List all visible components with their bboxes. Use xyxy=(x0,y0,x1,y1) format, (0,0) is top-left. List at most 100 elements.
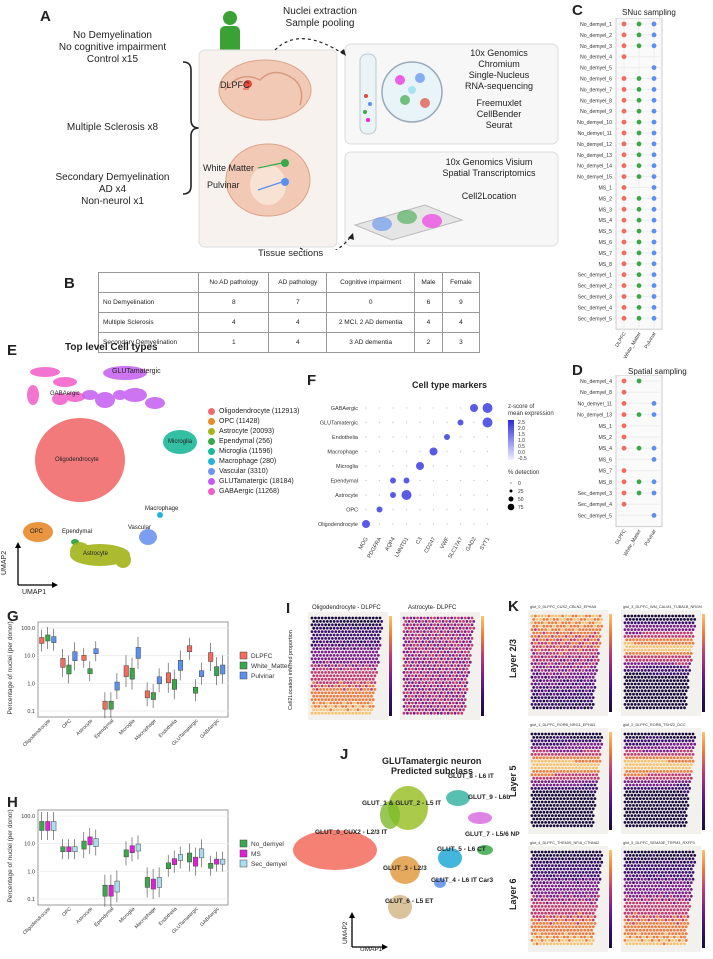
spot xyxy=(688,746,691,749)
spot xyxy=(569,763,573,766)
spot xyxy=(349,688,353,691)
spot xyxy=(637,669,640,672)
spot xyxy=(667,641,671,645)
spot xyxy=(559,749,563,753)
spot xyxy=(545,915,549,918)
spatial-map-title: glut_1_DLPFC_RORB_NRG1_EPHA3 xyxy=(530,723,595,727)
spot xyxy=(455,708,459,712)
spot xyxy=(633,857,637,861)
spot xyxy=(657,891,661,895)
spot xyxy=(557,800,561,804)
spot xyxy=(436,623,440,627)
spot xyxy=(591,821,595,824)
layer-label-23: Layer 2/3 xyxy=(508,638,518,678)
spot xyxy=(662,763,666,766)
spot xyxy=(625,797,629,800)
spot xyxy=(564,850,568,854)
spot xyxy=(628,618,632,621)
spot xyxy=(402,637,406,640)
spot xyxy=(655,624,659,628)
spot xyxy=(561,939,564,942)
spot xyxy=(545,797,549,800)
legend-swatch xyxy=(239,651,248,660)
spot xyxy=(684,905,688,908)
spot xyxy=(576,770,580,773)
sample-dot xyxy=(621,87,627,92)
spot xyxy=(573,881,576,884)
spot xyxy=(649,867,652,871)
spot xyxy=(686,860,690,864)
spot xyxy=(551,773,554,777)
spot xyxy=(625,908,629,912)
spot xyxy=(579,915,583,918)
spot xyxy=(320,643,324,647)
spot xyxy=(547,925,551,929)
spot xyxy=(549,652,553,655)
spot xyxy=(590,645,593,648)
cluster-gaba xyxy=(27,367,85,405)
sample-label: Sec_demyel_3 xyxy=(578,295,612,301)
spot xyxy=(376,647,380,650)
spot xyxy=(647,753,651,756)
spot xyxy=(562,618,566,621)
spot xyxy=(649,652,652,655)
spot xyxy=(649,776,652,780)
spot xyxy=(638,888,642,891)
spot xyxy=(414,688,418,691)
spot xyxy=(588,780,592,783)
spot xyxy=(657,871,661,874)
spot xyxy=(623,675,627,679)
spot xyxy=(640,766,644,770)
spot xyxy=(314,691,317,695)
spot xyxy=(443,643,447,647)
marker-dot xyxy=(432,436,435,438)
spot xyxy=(547,787,551,790)
spot xyxy=(455,681,459,684)
spot xyxy=(583,665,587,669)
colorbar xyxy=(609,732,612,830)
spot xyxy=(312,667,316,671)
spot xyxy=(569,942,573,946)
spot xyxy=(426,691,430,695)
spot xyxy=(595,635,598,638)
spot xyxy=(331,637,334,640)
spot xyxy=(576,652,580,655)
spot xyxy=(359,708,363,712)
spot xyxy=(312,647,316,650)
spot xyxy=(662,881,666,884)
spot xyxy=(632,860,635,864)
spot xyxy=(654,871,657,874)
spot xyxy=(662,804,666,807)
spot xyxy=(428,640,431,644)
spot xyxy=(623,739,627,743)
spot xyxy=(667,648,671,652)
spot xyxy=(637,759,640,763)
spot xyxy=(348,657,351,661)
spot xyxy=(319,654,322,657)
spot xyxy=(632,658,635,662)
spot xyxy=(666,874,669,878)
spot xyxy=(640,696,644,699)
spot xyxy=(433,677,436,681)
table-cell: 4 xyxy=(268,312,328,333)
spot xyxy=(324,637,327,640)
spot xyxy=(537,614,541,618)
spot xyxy=(628,756,632,760)
spot xyxy=(409,664,413,667)
spot xyxy=(578,780,581,783)
spot xyxy=(662,901,666,905)
sample-dot xyxy=(651,119,657,125)
spot xyxy=(637,793,640,797)
spot xyxy=(683,804,686,807)
spot xyxy=(667,773,671,777)
spot xyxy=(576,645,580,648)
spot xyxy=(640,807,644,811)
box xyxy=(51,636,57,643)
spot xyxy=(537,773,541,777)
spot xyxy=(319,688,322,691)
spot xyxy=(361,705,365,708)
spot xyxy=(586,942,590,946)
spot xyxy=(564,635,568,638)
spot xyxy=(566,679,570,682)
spot xyxy=(342,674,346,678)
